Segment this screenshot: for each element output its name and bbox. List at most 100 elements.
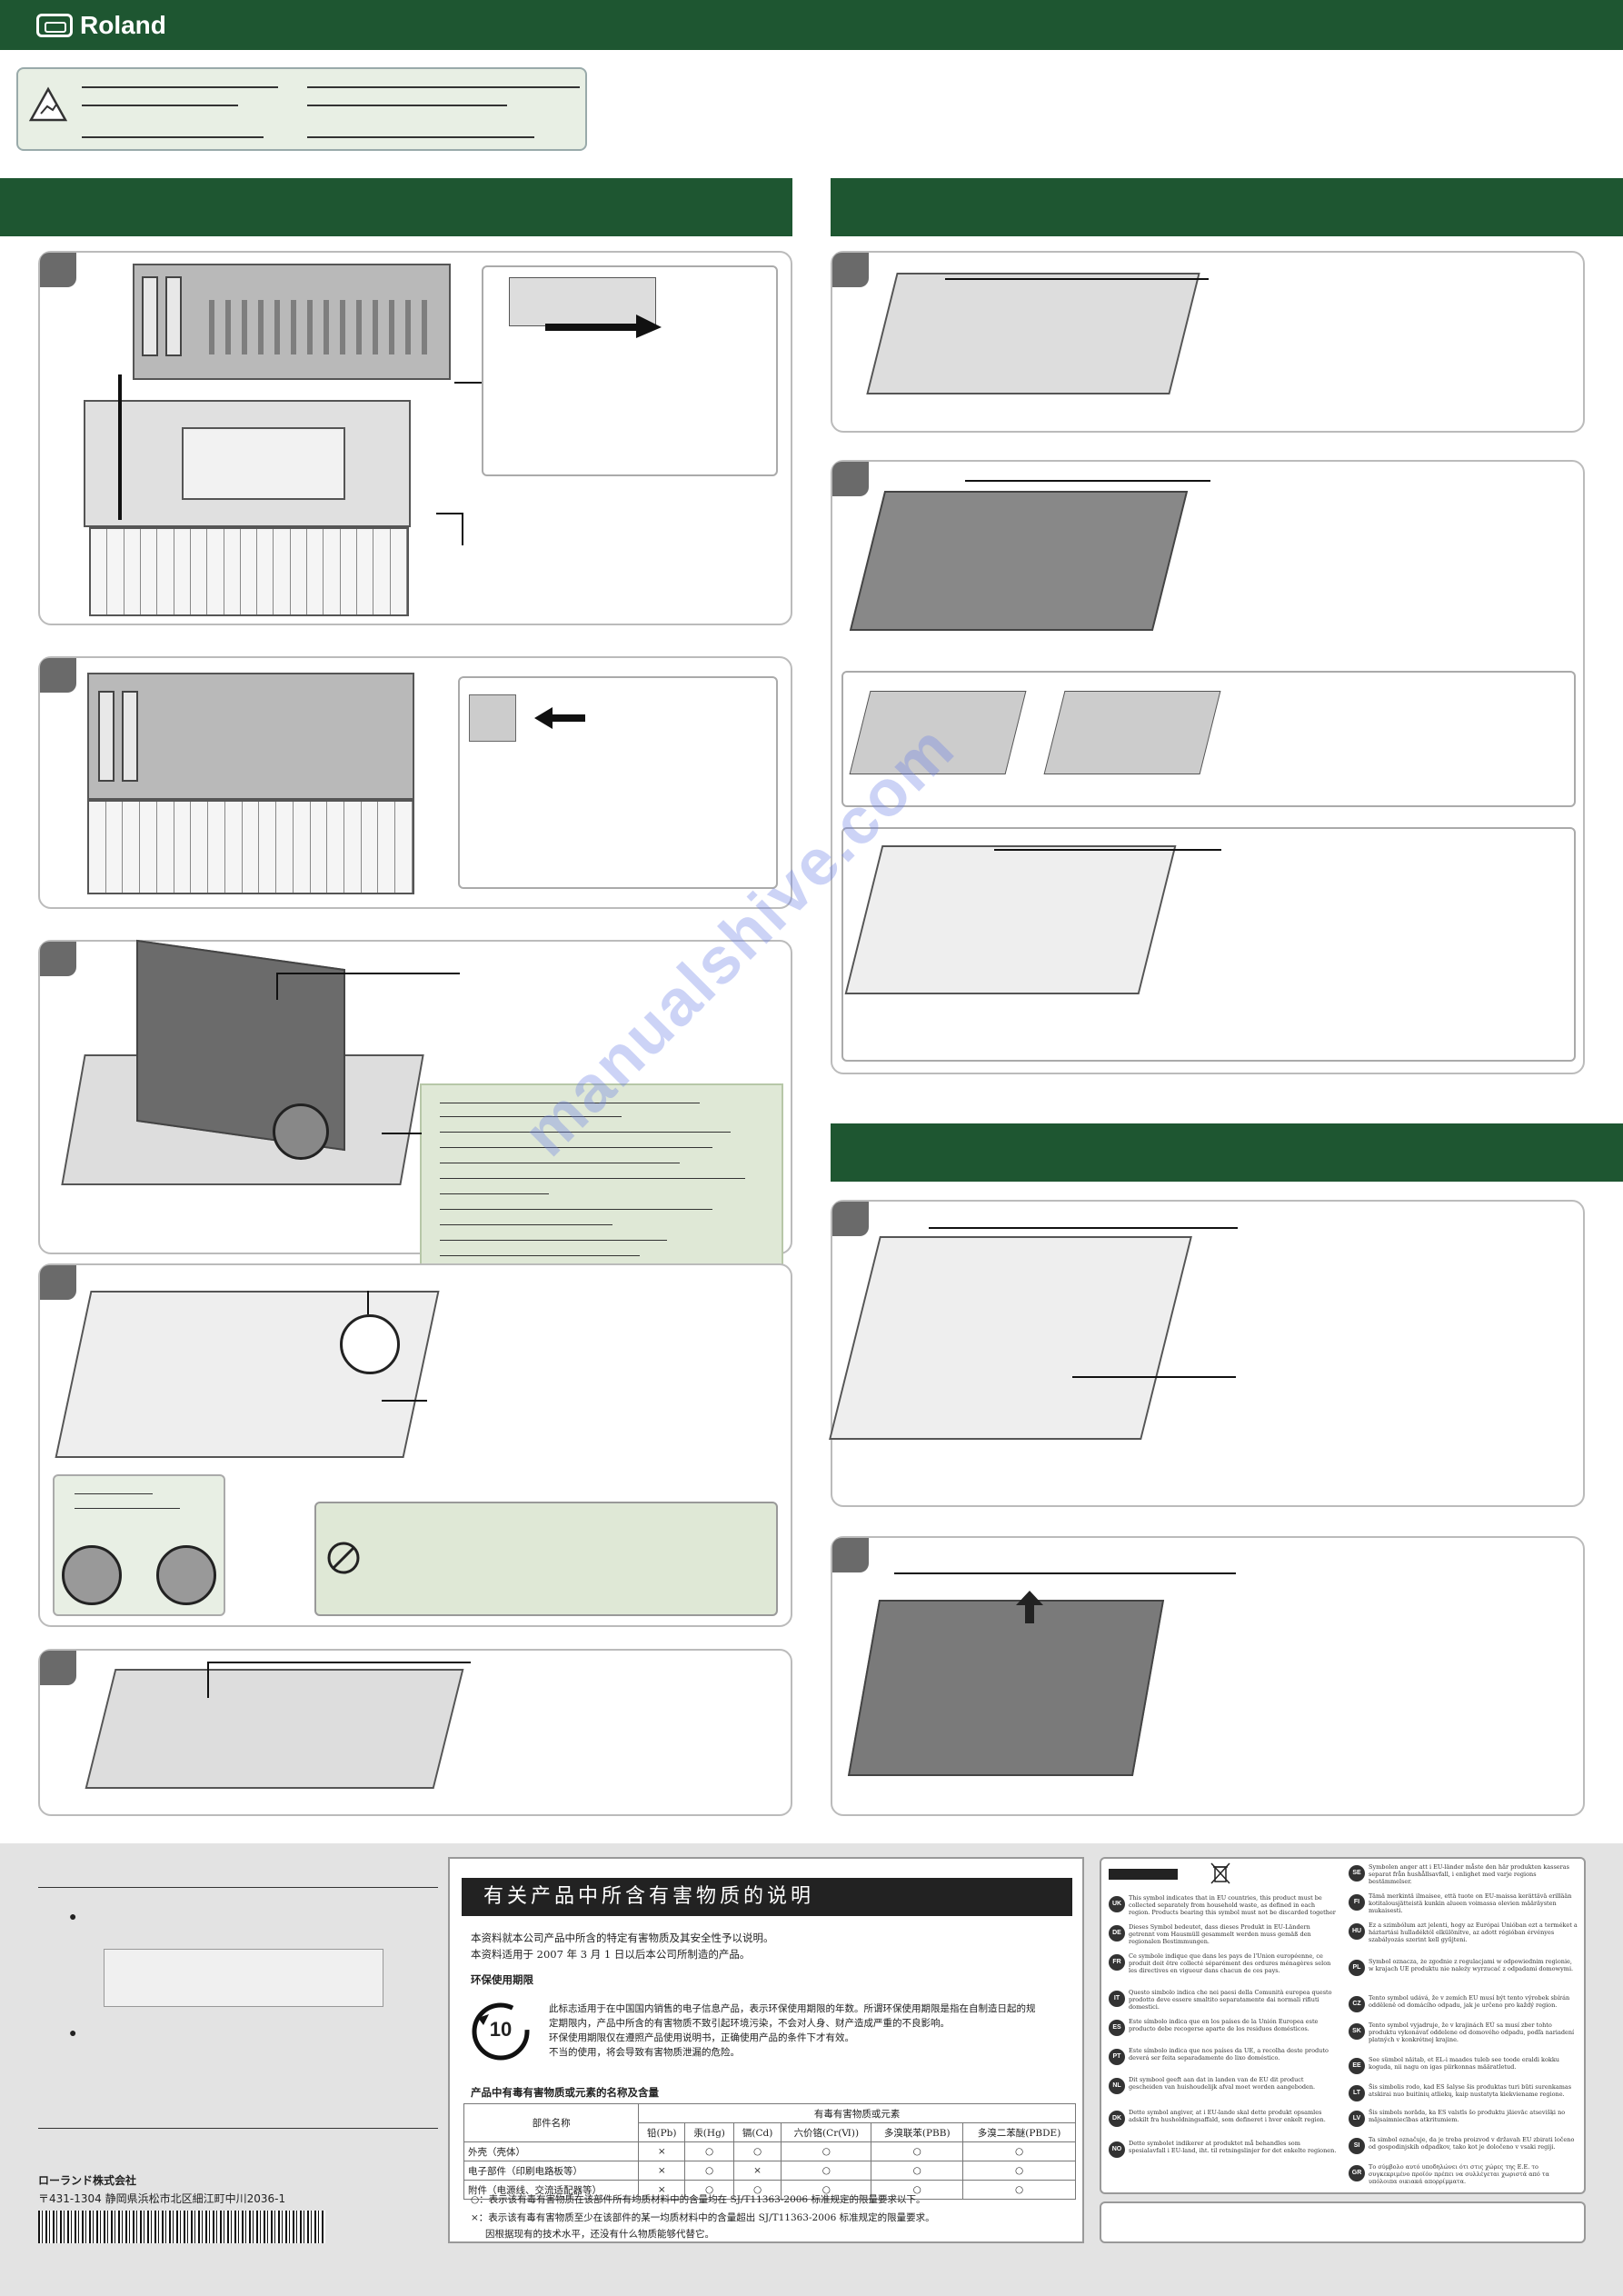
china-rohs-title: 有关产品中所含有害物质的说明 bbox=[462, 1878, 1072, 1916]
table-header: 有毒有害物质或元素 bbox=[638, 2103, 1076, 2123]
weee-bottom-box bbox=[1100, 2201, 1586, 2243]
slider bbox=[142, 276, 158, 356]
note-line bbox=[440, 1147, 712, 1148]
leader-line bbox=[382, 1133, 422, 1134]
table-col-header: 六价铬(Cr(Ⅵ)) bbox=[781, 2122, 872, 2142]
slider bbox=[165, 276, 182, 356]
weee-text-uk: This symbol indicates that in EU countri… bbox=[1129, 1894, 1336, 1916]
footer-bullet: ● bbox=[69, 1909, 77, 1923]
lang-badge-fr: FR bbox=[1109, 1954, 1125, 1971]
open-case-illustration bbox=[829, 1236, 1192, 1440]
weee-text-sk: Tento symbol vyjadruje, že v krajinách E… bbox=[1369, 2021, 1575, 2043]
weee-text-gr: Το σύμβολο αυτό υποδηλώνει ότι στις χώρε… bbox=[1369, 2163, 1549, 2185]
lang-badge-se: SE bbox=[1349, 1865, 1365, 1882]
table-cell: ○ bbox=[962, 2180, 1076, 2200]
leader-line bbox=[994, 849, 1221, 851]
table-note: ○：表示该有毒有害物质在该部件所有均质材料中的含量均在 SJ/T11363-20… bbox=[471, 2194, 926, 2205]
weee-text-pt: Este símbolo indica que nos países da UE… bbox=[1129, 2047, 1329, 2061]
period-text: 定期限内，产品中所含的有害物质不致引起环境污染，不会对人身、财产造成严重的不良影… bbox=[549, 2018, 950, 2029]
roland-mark-icon bbox=[36, 14, 73, 37]
insert-arrow bbox=[118, 374, 122, 520]
table-cell: 外壳（壳体） bbox=[463, 2141, 640, 2161]
china-rohs-intro: 本资料适用于 2007 年 3 月 1 日以后本公司所制造的产品。 bbox=[471, 1948, 751, 1961]
table-col-header: 多溴联苯(PBB) bbox=[871, 2122, 964, 2142]
leader-line bbox=[367, 1291, 369, 1314]
slide-arrow-icon bbox=[545, 314, 662, 338]
note-line bbox=[440, 1224, 612, 1225]
section-bar-right-2 bbox=[831, 1123, 1623, 1182]
crossed-bin-icon bbox=[1210, 1862, 1230, 1884]
weee-text-pl: Symbol oznacza, że zgodnie z regulacjami… bbox=[1369, 1958, 1574, 1972]
step-number-badge bbox=[40, 658, 76, 693]
table-col-header: 铅(Pb) bbox=[638, 2122, 686, 2142]
no-detail-circle bbox=[156, 1545, 216, 1605]
company-address: 〒431-1304 静岡県浜松市北区細江町中川2036-1 bbox=[38, 2192, 286, 2205]
inside-chassis-illustration bbox=[844, 845, 1177, 994]
table-cell: ○ bbox=[871, 2161, 964, 2181]
prohibition-note-box bbox=[314, 1502, 778, 1616]
lang-badge-ee: EE bbox=[1349, 2058, 1365, 2074]
assembled-unit-illustration bbox=[87, 673, 414, 800]
keyboard-keys bbox=[89, 527, 409, 616]
slider bbox=[122, 691, 138, 782]
note-line bbox=[440, 1193, 549, 1194]
removing-module-illustration bbox=[847, 1600, 1165, 1776]
lang-badge-dk: DK bbox=[1109, 2111, 1125, 2127]
note-line bbox=[440, 1255, 640, 1256]
warning-line bbox=[307, 105, 507, 106]
lang-badge-no: NO bbox=[1109, 2141, 1125, 2158]
table-row: 电子部件（印刷电路板等） × ○ × ○ ○ ○ bbox=[463, 2161, 1076, 2181]
keyboard-keys bbox=[87, 800, 414, 894]
prohibited-icon bbox=[327, 1542, 360, 1574]
leader-line bbox=[207, 1662, 471, 1663]
table-col-header: 汞(Hg) bbox=[684, 2122, 734, 2142]
leader-line bbox=[462, 513, 463, 545]
opening-unit-illustration bbox=[849, 491, 1189, 631]
logo-text: Roland bbox=[80, 11, 166, 39]
lang-badge-pl: PL bbox=[1349, 1960, 1365, 1976]
period-text: 环保使用期限仅在遵照产品使用说明书，正确使用产品的条件下才有效。 bbox=[549, 2032, 854, 2043]
lang-badge-gr: GR bbox=[1349, 2165, 1365, 2181]
warning-line bbox=[82, 86, 278, 88]
step-number-badge bbox=[40, 942, 76, 976]
note-line bbox=[440, 1240, 667, 1241]
weee-text-hu: Ez a szimbólum azt jelenti, hogy az Euró… bbox=[1369, 1922, 1578, 1943]
warning-line bbox=[82, 105, 238, 106]
table-cell: ○ bbox=[732, 2141, 782, 2161]
table-cell: ○ bbox=[781, 2161, 872, 2181]
warning-line bbox=[82, 136, 264, 138]
open-chassis-illustration bbox=[55, 1291, 440, 1458]
step-number-badge bbox=[832, 253, 869, 287]
period-heading: 环保使用期限 bbox=[471, 1973, 533, 1986]
weee-text-dk: Dette symbol angiver, at i EU-lande skal… bbox=[1129, 2109, 1326, 2123]
table-note: ×：表示该有毒有害物质至少在该部件的某一均质材料中的含量超出 SJ/T11363… bbox=[471, 2212, 935, 2223]
barcode bbox=[38, 2211, 325, 2243]
table-cell: ○ bbox=[684, 2161, 734, 2181]
eco-period-number: 10 bbox=[489, 2018, 513, 2041]
weee-text-cz: Tento symbol udává, že v zemích EU musí … bbox=[1369, 1994, 1570, 2009]
weee-text-lt: Šis simbolis rodo, kad ES šalyse šis pro… bbox=[1369, 2083, 1572, 2098]
footer-bullet: ● bbox=[69, 2025, 77, 2040]
lang-badge-es: ES bbox=[1109, 2020, 1125, 2036]
weee-text-nl: Dit symbool geeft aan dat in landen van … bbox=[1129, 2076, 1316, 2091]
company-name: ローランド株式会社 bbox=[38, 2174, 137, 2187]
warning-box bbox=[16, 67, 587, 151]
weee-text-fr: Ce symbole indique que dans les pays de … bbox=[1129, 1952, 1331, 1974]
footer-rule bbox=[38, 1887, 438, 1888]
leader-line bbox=[276, 973, 278, 1000]
weee-text-se: Symbolen anger att i EU-länder måste den… bbox=[1369, 1863, 1569, 1885]
table-col-header: 多溴二苯醚(PBDE) bbox=[962, 2122, 1076, 2142]
lang-badge-hu: HU bbox=[1349, 1923, 1365, 1940]
detail-circle bbox=[340, 1314, 400, 1374]
table-cell: ○ bbox=[684, 2141, 734, 2161]
weee-text-es: Este símbolo indica que en los países de… bbox=[1129, 2018, 1319, 2032]
step-number-badge bbox=[832, 462, 869, 496]
weee-text-si: Ta simbol označuje, da je treba proizvod… bbox=[1369, 2136, 1575, 2151]
lang-badge-it: IT bbox=[1109, 1991, 1125, 2007]
warning-line bbox=[307, 136, 534, 138]
note-line bbox=[440, 1132, 731, 1133]
footer-blank-box bbox=[104, 1949, 383, 2007]
lang-badge-cz: CZ bbox=[1349, 1996, 1365, 2012]
connector-bay bbox=[182, 427, 345, 500]
lang-badge-sk: SK bbox=[1349, 2023, 1365, 2040]
